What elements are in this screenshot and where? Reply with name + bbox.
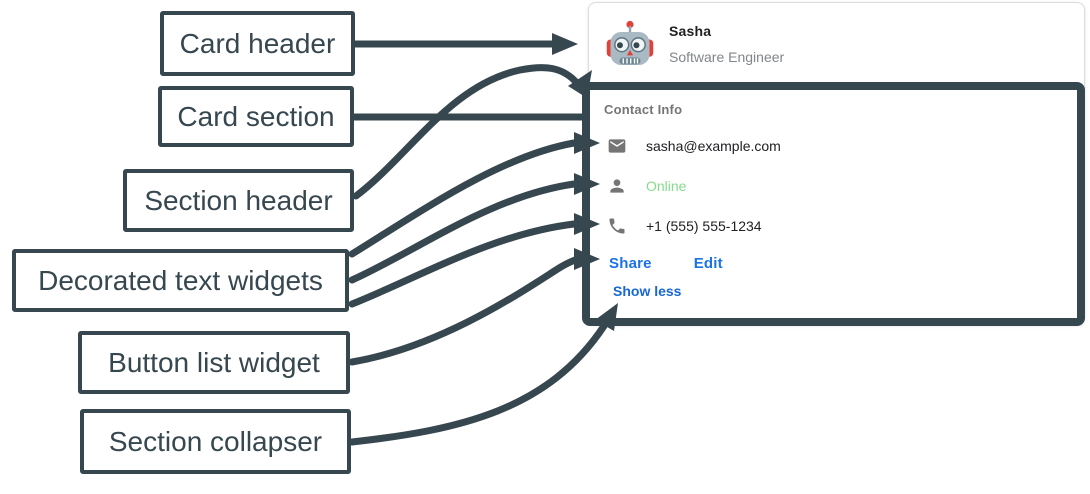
email-icon	[608, 139, 626, 153]
status-text: Online	[646, 178, 687, 194]
person-role: Software Engineer	[669, 49, 785, 65]
person-name: Sasha	[669, 23, 712, 39]
label-section-collapser: Section collapser	[80, 409, 351, 474]
person-icon	[610, 179, 624, 193]
decorated-text-phone: +1 (555) 555-1234	[607, 214, 762, 238]
section-collapser-link[interactable]: Show less	[613, 283, 682, 299]
phone-icon	[609, 218, 625, 234]
arrow-decorated-text-1	[348, 139, 578, 258]
arrow-button-list	[348, 256, 579, 366]
label-decorated-text-widgets: Decorated text widgets	[12, 249, 349, 312]
card-header-text: Sasha Software Engineer	[669, 23, 784, 65]
arrowhead-card-header	[552, 33, 578, 55]
edit-button[interactable]: Edit	[693, 255, 723, 272]
section-header-title: Contact Info	[604, 102, 683, 117]
label-section-header: Section header	[123, 169, 354, 232]
decorated-text-email: sasha@example.com	[607, 134, 781, 158]
share-button[interactable]: Share	[609, 255, 652, 272]
robot-avatar-icon	[606, 20, 654, 65]
contact-card: Sasha Software Engineer Contact Info sas…	[588, 2, 1085, 325]
label-button-list-widget: Button list widget	[78, 331, 350, 394]
arrow-decorated-text-3	[348, 220, 578, 308]
decorated-text-status: Online	[607, 174, 686, 198]
label-card-section: Card section	[158, 86, 354, 147]
email-text: sasha@example.com	[646, 138, 781, 154]
label-card-header: Card header	[160, 11, 355, 76]
arrow-section-header	[352, 64, 580, 200]
button-list-widget: Share Edit	[609, 255, 723, 272]
arrow-section-collapser	[348, 322, 608, 446]
phone-text: +1 (555) 555-1234	[646, 218, 762, 234]
card-header: Sasha Software Engineer	[589, 3, 1084, 85]
arrow-decorated-text-2	[348, 180, 578, 284]
